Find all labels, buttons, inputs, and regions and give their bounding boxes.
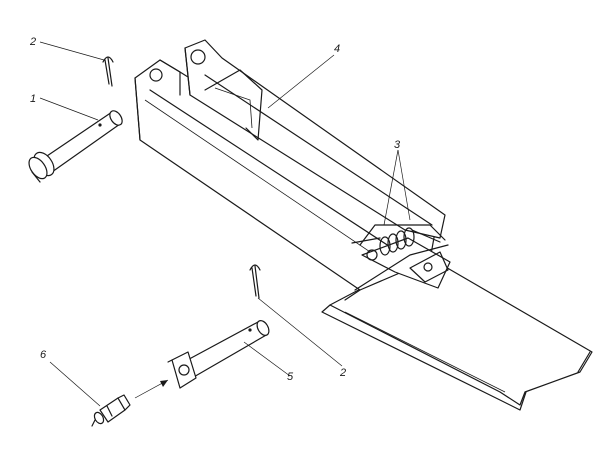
leader-3b bbox=[397, 149, 411, 221]
pin-5 bbox=[167, 320, 270, 389]
leader-lines bbox=[39, 41, 411, 407]
grease-fitting-6 bbox=[91, 394, 131, 427]
leader-6 bbox=[49, 361, 101, 407]
leader-3a bbox=[383, 149, 399, 226]
callout-4: 4 bbox=[334, 43, 340, 55]
callout-5: 5 bbox=[287, 371, 294, 383]
pin-1 bbox=[28, 110, 123, 183]
leader-2-lower bbox=[257, 297, 343, 367]
cotter-pin-upper bbox=[102, 56, 114, 87]
callout-2-lower: 2 bbox=[339, 367, 346, 379]
pivot-hole-outer bbox=[149, 68, 163, 82]
leader-2-upper bbox=[39, 41, 105, 61]
leader-1 bbox=[39, 97, 99, 121]
leader-5 bbox=[243, 341, 291, 377]
arm-assembly bbox=[134, 39, 593, 411]
callout-2-upper: 2 bbox=[29, 36, 36, 48]
pivot-hole-inner bbox=[190, 49, 206, 65]
callout-1: 1 bbox=[30, 93, 36, 105]
assembly-arrow bbox=[134, 379, 169, 399]
spring bbox=[351, 224, 446, 256]
cotter-pin-lower bbox=[249, 264, 261, 299]
callout-3: 3 bbox=[394, 139, 401, 151]
callout-labels: 2 1 4 3 6 5 2 bbox=[29, 36, 401, 383]
leader-4 bbox=[267, 54, 335, 109]
callout-6: 6 bbox=[40, 349, 47, 361]
